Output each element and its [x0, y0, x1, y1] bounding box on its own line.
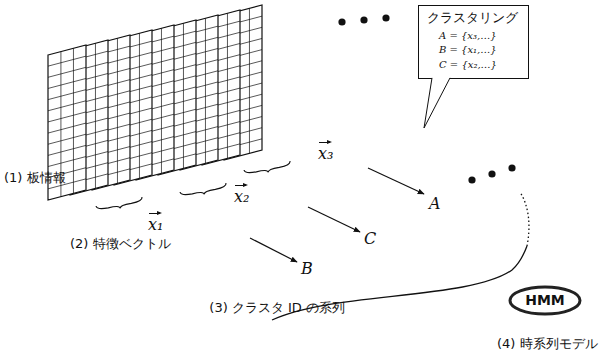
ellipsis-dot: [508, 164, 515, 171]
vector-brace: [180, 183, 226, 195]
sheet-column: [183, 23, 184, 168]
ellipsis-dot: [488, 170, 495, 177]
feature-vector: x₁: [148, 211, 163, 234]
sheet-column: [117, 38, 118, 183]
ellipse-outline: [510, 287, 580, 314]
callout-box: クラスタリング A = {x₃,…}B = {x₁,…}C = {x₂,…}: [418, 5, 529, 79]
sheet-column: [95, 43, 96, 188]
ellipsis-dot: [360, 16, 367, 23]
label-slot: (1) 板情報: [4, 170, 66, 186]
vector-brace: [244, 161, 290, 173]
sheet-row: [48, 112, 86, 122]
sheet-row: [48, 157, 86, 167]
mapping-arrows: [250, 168, 424, 262]
feature-vector: x₂: [234, 183, 249, 206]
node-heading: HMM: [525, 292, 565, 309]
feature-vector: x₃: [318, 140, 333, 163]
label-slot: C: [364, 229, 376, 248]
sequence-continuation: [520, 192, 529, 246]
node-line: A = {x₃,…}: [427, 29, 518, 44]
ellipsis-dot: [338, 18, 345, 25]
sheet-column: [161, 28, 162, 173]
model-ellipse: HMM: [508, 285, 582, 316]
sheet-row: [48, 101, 86, 111]
label-slot: B: [301, 259, 313, 278]
sheet-row: [48, 145, 86, 155]
mapping-arrow: [250, 238, 297, 262]
stage-label: (1) 板情報: [4, 170, 66, 186]
node-heading: クラスタリング: [427, 10, 518, 27]
node-line: C = {x₂,…}: [427, 58, 518, 73]
ellipsis-dot: [382, 14, 389, 21]
sheet-column: [139, 33, 140, 178]
label-slot: (2) 特徴ベクトル: [70, 236, 171, 252]
stage-label: (2) 特徴ベクトル: [70, 236, 171, 252]
node-line: B = {x₁,…}: [427, 43, 518, 58]
cluster-id: B: [301, 259, 313, 278]
sheet-column: [227, 13, 228, 158]
vector-braces: [96, 161, 290, 209]
sheet-row: [48, 134, 86, 144]
cluster-id: A: [429, 194, 441, 213]
order-book-stack: [48, 5, 262, 200]
stage-label: (3) クラスタ ID の系列: [209, 300, 345, 316]
sheet-column: [205, 18, 206, 163]
sheet-row: [48, 90, 86, 100]
label-slot: x₃: [318, 140, 333, 163]
sheet-row: [48, 78, 86, 88]
sheet-row: [48, 123, 86, 133]
vector-brace: [96, 197, 142, 209]
sheet-column: [73, 48, 74, 193]
callout-pointer: [424, 78, 450, 128]
sheet-column: [249, 8, 250, 153]
label-slot: A: [429, 194, 441, 213]
label-slot: x₁: [148, 211, 163, 234]
mapping-arrow: [368, 168, 424, 194]
stage-label: (4) 時系列モデル: [497, 336, 598, 352]
cluster-id: C: [364, 229, 376, 248]
label-slot: (4) 時系列モデル: [497, 336, 598, 352]
sheet-row: [48, 67, 86, 77]
sheet-row: [48, 56, 86, 66]
label-slot: (3) クラスタ ID の系列: [209, 300, 345, 316]
mapping-arrow: [308, 207, 360, 232]
label-slot: x₂: [234, 183, 249, 206]
ellipsis-dot: [468, 176, 475, 183]
